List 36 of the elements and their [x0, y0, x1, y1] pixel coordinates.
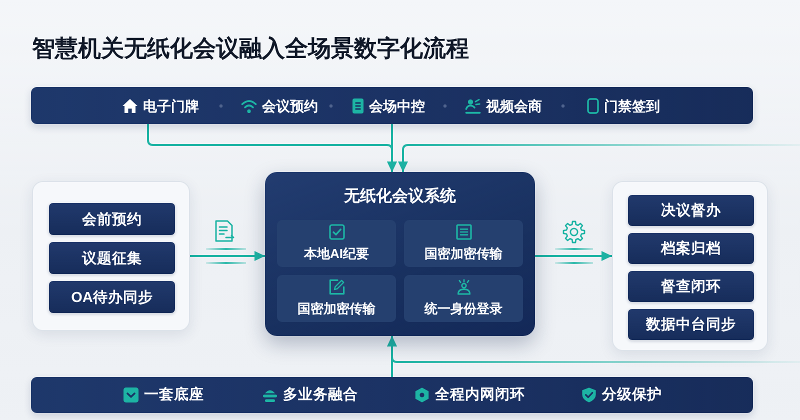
- feature-label: 国密加密传输: [298, 300, 376, 318]
- group-panel: [612, 181, 768, 351]
- arrow: [535, 251, 612, 261]
- feature-label: 全程内网闭环: [435, 386, 525, 404]
- arrow: [190, 251, 265, 261]
- feature-tile: [277, 220, 396, 267]
- feature-tile: [404, 275, 523, 322]
- feature-label: 本地AI纪要: [304, 245, 369, 263]
- group-panel: [32, 181, 190, 331]
- feature-label: 门禁签到: [604, 96, 660, 114]
- feature-label: 国密加密传输: [424, 245, 502, 263]
- step-box: 会前预约: [49, 203, 175, 235]
- step-box: 议题征集: [49, 242, 175, 274]
- title: 智慧机关无纸化会议融入全场景数字化流程: [32, 34, 469, 63]
- panel-heading: 无纸化会议系统: [344, 187, 456, 207]
- step-box: 数据中台同步: [628, 309, 754, 340]
- feature-tile: [277, 275, 396, 322]
- feature-label: 电子门牌: [143, 96, 199, 114]
- arrow: [387, 336, 800, 363]
- feature-label: 会场中控: [369, 96, 425, 114]
- feature-label: 统一身份登录: [424, 300, 502, 318]
- arrow: [387, 124, 397, 172]
- system-panel: [265, 172, 535, 336]
- step-box: OA待办同步: [49, 281, 175, 313]
- step-box: 档案归档: [628, 233, 754, 264]
- feature-tile: [404, 220, 523, 267]
- step-box: 决议督办: [628, 195, 754, 226]
- arrow: [398, 144, 800, 172]
- feature-label: 视频会商: [486, 96, 542, 114]
- feature-label: 分级保护: [602, 386, 662, 404]
- step-box: 督查闭环: [628, 271, 754, 302]
- feature-bar: [31, 377, 753, 413]
- feature-label: 一套底座: [144, 386, 204, 404]
- feature-label: 会议预约: [262, 96, 318, 114]
- feature-label: 多业务融合: [283, 386, 358, 404]
- feature-bar: [31, 87, 753, 124]
